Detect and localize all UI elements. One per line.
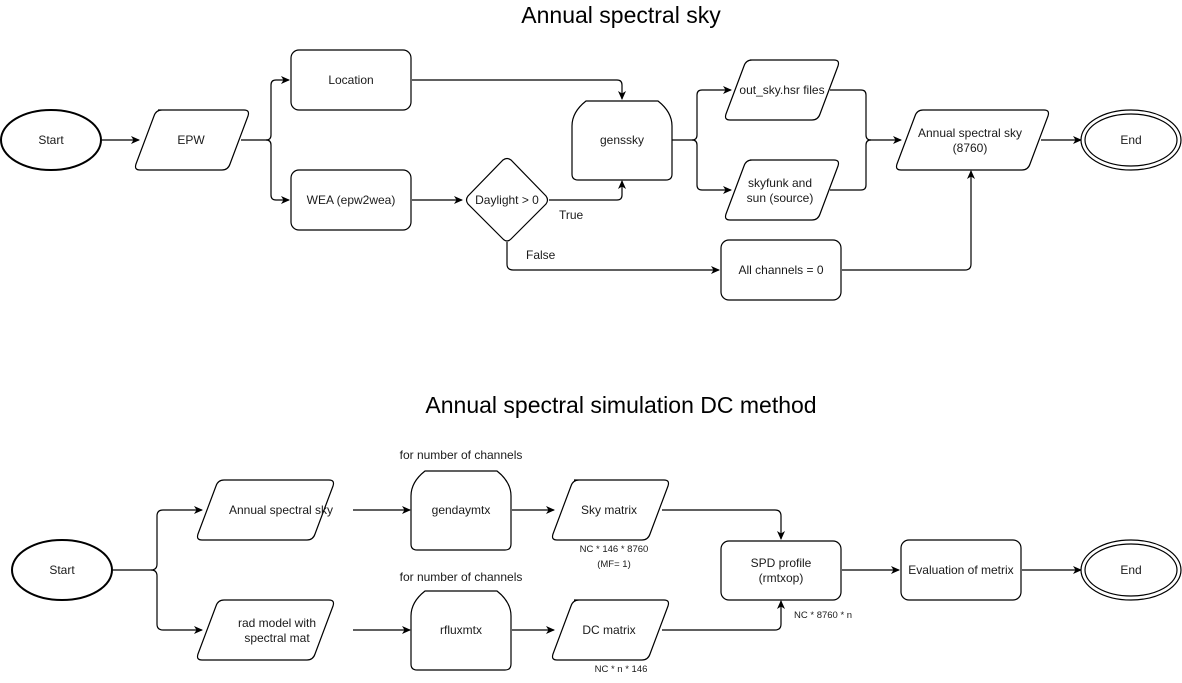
node-out-sky[interactable]: out_sky.hsr files	[724, 59, 840, 121]
sky-matrix-mf: (MF= 1)	[597, 559, 631, 570]
edge-location-gensky	[412, 79, 626, 100]
node2-evaluation-label: Evaluation of metrix	[908, 563, 1013, 577]
node-wea-label: WEA (epw2wea)	[307, 193, 396, 207]
edge-label-true: True	[559, 208, 584, 222]
node2-evaluation[interactable]: Evaluation of metrix	[900, 539, 1022, 601]
loop-label-top: for number of channels	[400, 448, 523, 462]
node-all-channels[interactable]: All channels = 0	[720, 239, 842, 301]
edge-skyfunk-annual	[830, 139, 872, 191]
edge-epw-wea	[265, 139, 290, 204]
edge-gensky-outsky	[672, 86, 732, 141]
node2-end[interactable]: End	[1080, 539, 1182, 601]
edge-decision-false	[506, 242, 720, 274]
diagram1-edges	[102, 76, 1082, 274]
node2-start-label: Start	[49, 563, 75, 577]
edge2-start-annual	[113, 506, 203, 571]
node-annual-sky-label-1: Annual spectral sky	[918, 126, 1022, 140]
node-gensky-label: genssky	[600, 133, 644, 147]
node-epw-label: EPW	[177, 133, 205, 147]
node-end-label: End	[1120, 133, 1141, 147]
edge-outsky-annual	[830, 89, 902, 144]
node-all-channels-label: All channels = 0	[738, 263, 823, 277]
node2-rad-label-1: rad model with	[238, 616, 316, 630]
node2-start[interactable]: Start	[11, 539, 113, 601]
node-wea[interactable]: WEA (epw2wea)	[290, 169, 412, 231]
node-location[interactable]: Location	[290, 49, 412, 111]
node2-spd-profile[interactable]: SPD profile (rmtxop)	[720, 540, 842, 601]
node-skyfunk[interactable]: skyfunk and sun (source)	[724, 159, 840, 221]
node2-annual-sky[interactable]: Annual spectral sky	[196, 479, 335, 541]
node2-end-label: End	[1120, 563, 1141, 577]
node-annual-sky[interactable]: Annual spectral sky (8760)	[895, 109, 1050, 171]
dc-matrix-dims: NC * n * 146	[595, 664, 648, 675]
diagram1-title: Annual spectral sky	[521, 2, 721, 28]
node-decision-label: Daylight > 0	[475, 193, 539, 207]
node-epw[interactable]: EPW	[134, 109, 250, 171]
node-skyfunk-label-2: sun (source)	[747, 191, 814, 205]
edge2-sky-spd	[662, 509, 785, 540]
node-start[interactable]: Start	[0, 109, 102, 171]
node-gensky[interactable]: genssky	[571, 100, 673, 181]
node2-sky-matrix[interactable]: Sky matrix	[551, 479, 670, 541]
node2-gendaymtx[interactable]: gendaymtx	[410, 470, 512, 551]
diagram2-edges	[113, 506, 1082, 634]
node2-rfluxmtx[interactable]: rfluxmtx	[410, 590, 512, 671]
edge-decision-true	[549, 180, 626, 201]
node2-spd-label-1: SPD profile	[751, 556, 812, 570]
edge-gensky-skyfunk	[691, 139, 732, 194]
node-annual-sky-label-2: (8760)	[953, 141, 988, 155]
node2-gendaymtx-label: gendaymtx	[432, 503, 491, 517]
node-location-label: Location	[328, 73, 373, 87]
node2-dc-matrix-label: DC matrix	[582, 623, 635, 637]
edge-epw-location	[241, 76, 290, 141]
spd-profile-dims: NC * 8760 * n	[794, 610, 852, 621]
node2-rad-label-2: spectral mat	[244, 631, 310, 645]
node2-sky-matrix-label: Sky matrix	[581, 503, 637, 517]
node2-spd-label-2: (rmtxop)	[759, 571, 804, 585]
loop-label-bottom: for number of channels	[400, 570, 523, 584]
node2-rfluxmtx-label: rfluxmtx	[440, 623, 482, 637]
edge2-dc-spd	[662, 600, 785, 631]
edge-allchannels-annual	[842, 170, 975, 271]
node-end[interactable]: End	[1080, 109, 1182, 171]
node2-dc-matrix[interactable]: DC matrix	[551, 599, 670, 661]
node-start-label: Start	[38, 133, 64, 147]
edge2-start-rad	[150, 569, 203, 634]
node-decision-daylight[interactable]: Daylight > 0	[465, 157, 549, 242]
node-skyfunk-label-1: skyfunk and	[748, 176, 812, 190]
diagram2-title: Annual spectral simulation DC method	[425, 392, 816, 418]
node-out-sky-label: out_sky.hsr files	[739, 83, 824, 97]
node2-annual-sky-label: Annual spectral sky	[229, 503, 333, 517]
sky-matrix-dims: NC * 146 * 8760	[580, 544, 649, 555]
node2-rad-model[interactable]: rad model with spectral mat	[196, 599, 335, 661]
edge-label-false: False	[526, 248, 556, 262]
